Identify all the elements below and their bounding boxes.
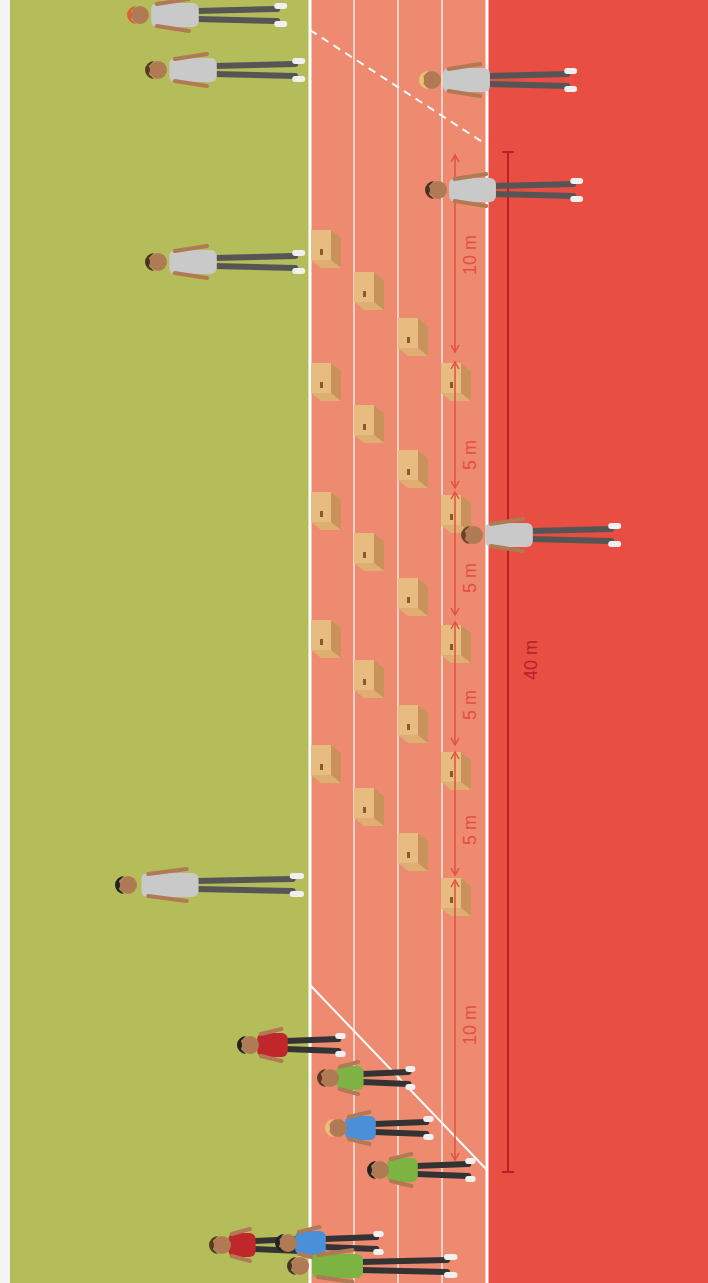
grass-field [10, 0, 310, 1283]
dimension-lines [451, 152, 514, 1172]
dimension-label: 10 m [460, 231, 480, 279]
dimension-label: 5 m [460, 686, 480, 724]
people [115, 0, 618, 1282]
person-figure [237, 1029, 343, 1061]
boxes [311, 230, 471, 916]
start-line [310, 985, 487, 1170]
person-figure [419, 64, 574, 96]
jump-box [441, 625, 471, 663]
jump-box [441, 363, 471, 401]
jump-box [398, 833, 428, 871]
track-outer [487, 0, 708, 1283]
person-figure [425, 174, 580, 206]
person-figure [367, 1154, 473, 1186]
person-figure [145, 54, 302, 86]
person-figure [325, 1112, 431, 1144]
person-figure [127, 0, 284, 31]
jump-box [354, 405, 384, 443]
dimension-label: 10 m [460, 1001, 480, 1049]
jump-box [311, 230, 341, 268]
person-figure [145, 246, 302, 278]
person-figure [287, 1250, 455, 1282]
jump-box [441, 878, 471, 916]
jump-box [311, 363, 341, 401]
jump-box [398, 578, 428, 616]
margin [0, 0, 10, 1283]
jump-box [398, 450, 428, 488]
person-figure [317, 1062, 412, 1094]
jump-box [398, 318, 428, 356]
jump-box [354, 272, 384, 310]
jump-box [311, 745, 341, 783]
jump-box [311, 620, 341, 658]
jump-box [354, 533, 384, 571]
dimension-label: 5 m [460, 436, 480, 474]
jump-box [311, 492, 341, 530]
jump-box [354, 788, 384, 826]
total-distance-label: 40 m [521, 636, 541, 684]
jump-box [441, 752, 471, 790]
person-figure [461, 519, 618, 551]
person-figure [115, 869, 301, 901]
jump-box [354, 660, 384, 698]
dimension-label: 5 m [460, 811, 480, 849]
person-figure [209, 1229, 304, 1261]
dimension-label: 5 m [460, 559, 480, 597]
jump-box [398, 705, 428, 743]
